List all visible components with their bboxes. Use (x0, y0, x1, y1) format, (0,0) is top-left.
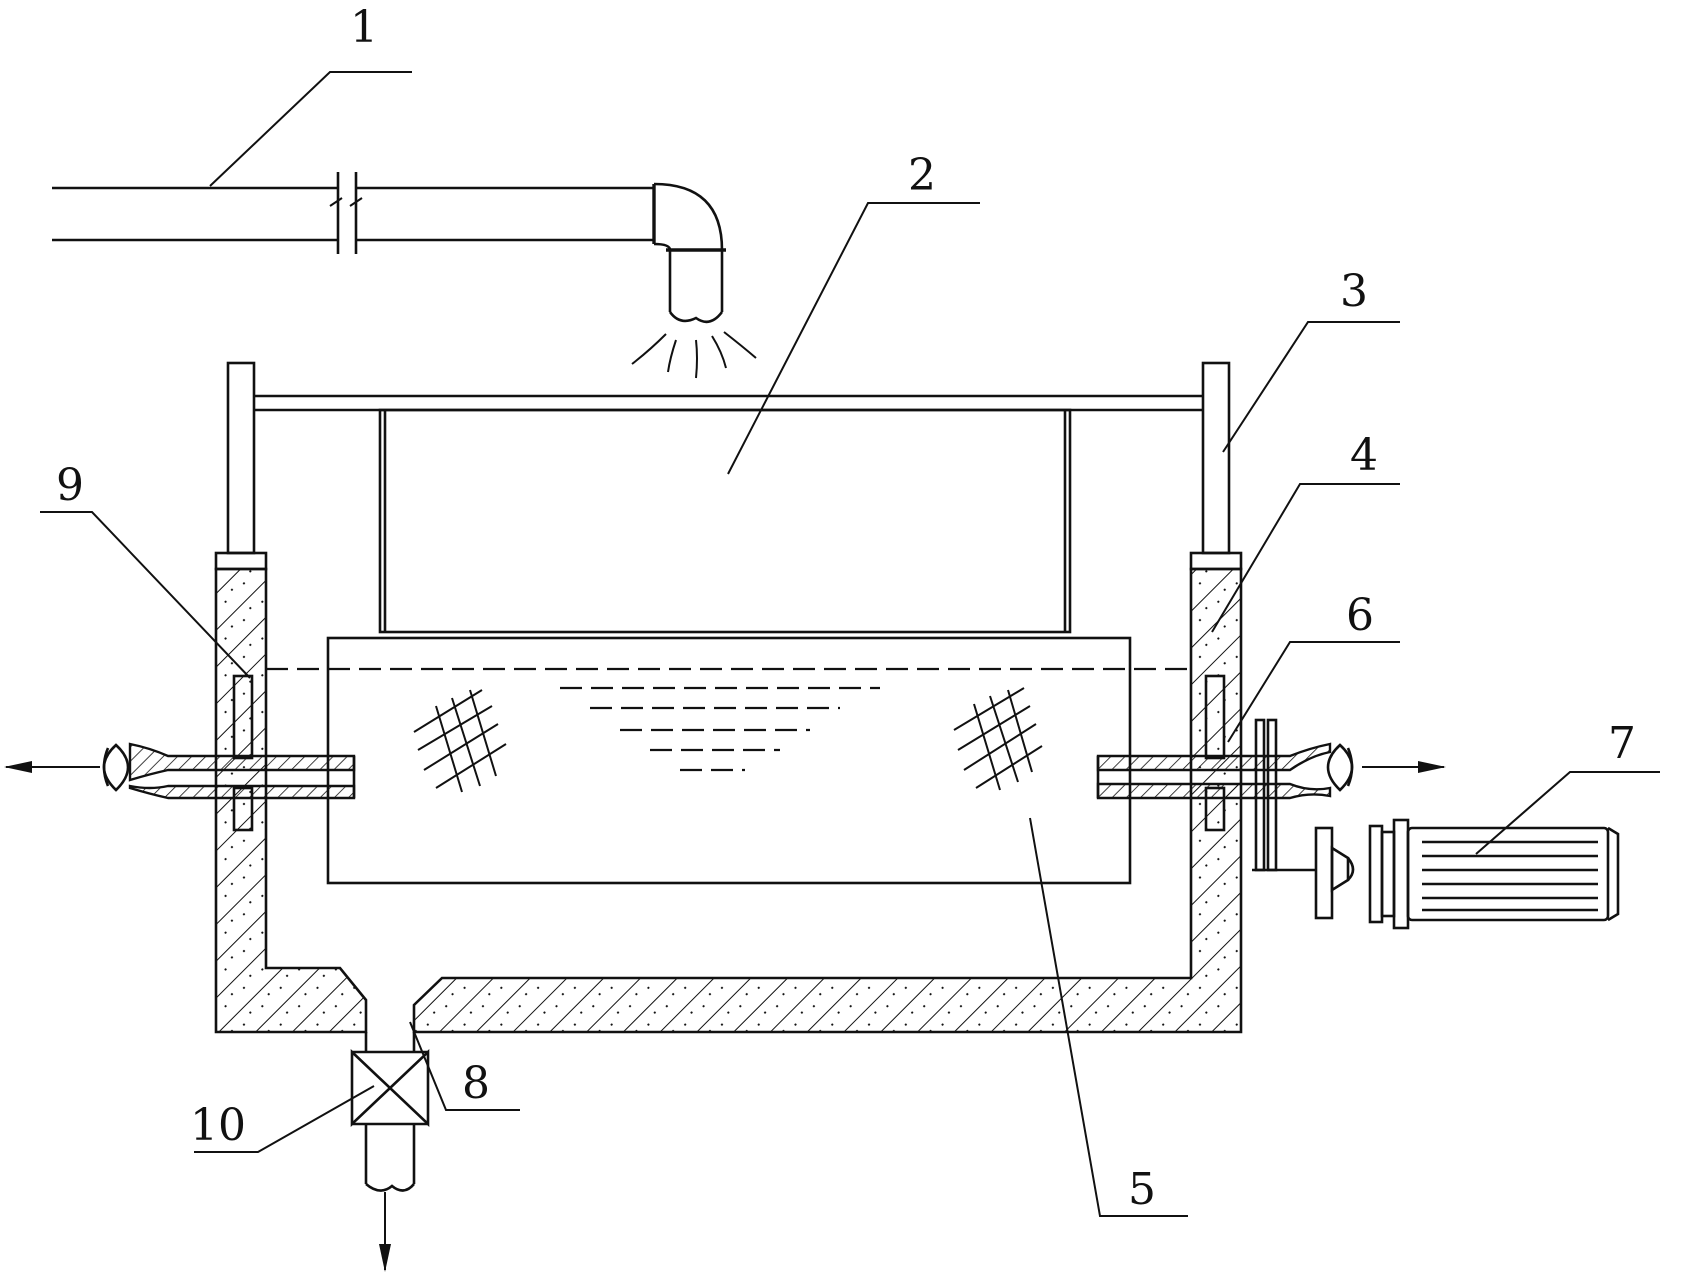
drain-valve (350, 1048, 430, 1272)
right-shaft (1096, 718, 1446, 872)
leader-lines (40, 71, 1660, 1217)
callout-8: 8 (462, 1058, 490, 1109)
callout-9: 9 (56, 460, 84, 511)
callout-10: 10 (190, 1100, 246, 1151)
seal-slot (232, 674, 1226, 832)
callout-1: 1 (350, 2, 378, 53)
callout-4: 4 (1350, 430, 1378, 481)
callout-2: 2 (908, 150, 936, 201)
water-supply-pipe (52, 172, 726, 324)
filter-mesh-left (413, 689, 507, 793)
water-spray (631, 331, 757, 379)
support-frame (214, 361, 1243, 571)
drain-outlet (352, 1032, 428, 1054)
filter-mesh-right (953, 687, 1043, 791)
callout-5: 5 (1128, 1164, 1156, 1215)
callout-3: 3 (1340, 266, 1368, 317)
left-shaft (4, 742, 356, 800)
press-plate (378, 408, 1072, 634)
drive-motor (1252, 818, 1620, 930)
tank-wall (214, 567, 1243, 1034)
callout-6: 6 (1346, 590, 1374, 641)
water-tank (266, 636, 1191, 885)
callout-7: 7 (1608, 718, 1636, 769)
